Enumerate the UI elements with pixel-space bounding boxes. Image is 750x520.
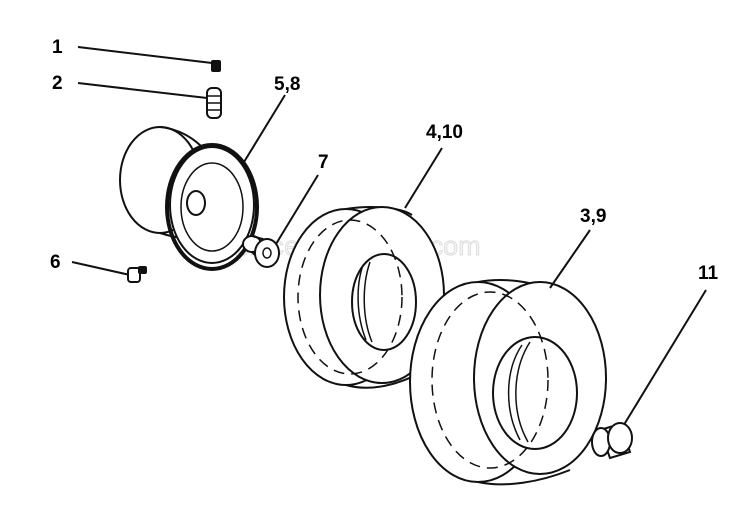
tire-large-front [473, 281, 607, 475]
leader-line-5-8 [243, 94, 286, 163]
washer-face [254, 238, 280, 268]
leader-line-1 [77, 46, 213, 64]
part-1-screw [77, 46, 221, 72]
callout-11: 11 [698, 263, 719, 284]
part-7-washer [242, 174, 319, 268]
leader-line-2 [77, 82, 208, 99]
leader-line-7 [275, 174, 319, 245]
bolt-head [127, 267, 141, 283]
callout-1: 1 [52, 37, 63, 58]
part-3-9-tire-large [409, 229, 607, 486]
tire-large-bore [492, 336, 578, 450]
part-4-10-tire-small [283, 147, 445, 389]
part-5-8-wheel-rim [119, 94, 286, 271]
callout-3-9: 3,9 [580, 206, 606, 227]
leader-line-11 [621, 289, 707, 429]
part-6-bolt [71, 261, 147, 283]
bushing-face [607, 422, 633, 454]
screw-head [211, 60, 221, 72]
bushing-back [591, 427, 611, 457]
part-11-bushing [591, 289, 707, 460]
leader-line-4-10 [404, 147, 443, 209]
rim-hub-hole [186, 190, 206, 216]
callout-5-8: 5,8 [274, 74, 300, 95]
leader-line-3-9 [549, 229, 591, 289]
rim-outer-ring [165, 143, 259, 271]
leader-line-6 [71, 261, 131, 276]
tire-small-bore [351, 253, 417, 351]
part-2-valve-stem [77, 82, 222, 119]
callout-2: 2 [52, 73, 63, 94]
rim-front-face [169, 146, 255, 264]
callout-6: 6 [50, 252, 61, 273]
callout-4-10: 4,10 [426, 122, 463, 143]
callout-7: 7 [318, 152, 329, 173]
